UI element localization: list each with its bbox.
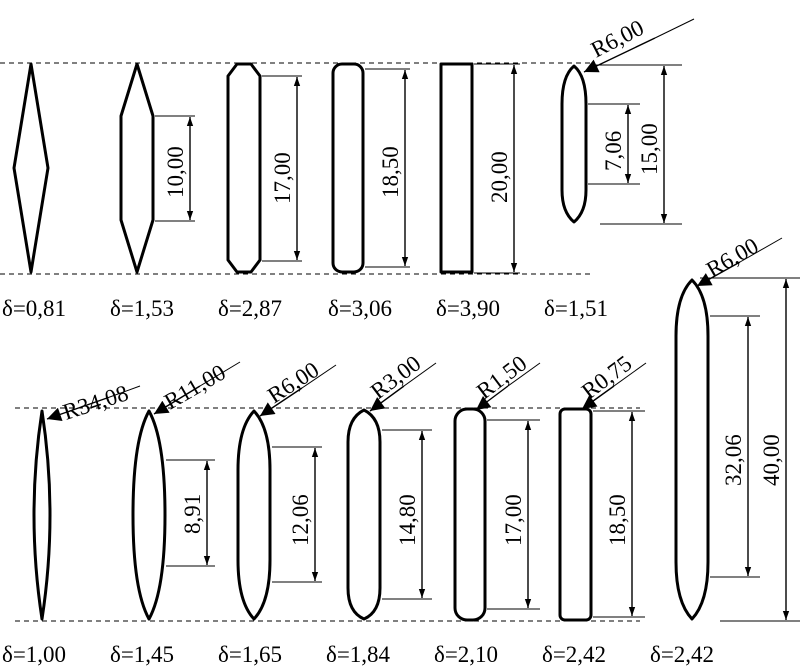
row1-dim-label-1: 10,00 <box>163 146 188 198</box>
row2-shape-2-radius-underline <box>199 361 241 387</box>
row2-shape-4-radius-leader <box>369 385 405 412</box>
row1-dim-label-2: 17,00 <box>270 152 295 204</box>
row1-dim-label-4: 20,00 <box>487 151 512 203</box>
row1-delta-label-1: δ=0,81 <box>2 296 66 321</box>
row1-delta-label-4: δ=3,06 <box>328 296 392 321</box>
row2-dim-label-5: 18,50 <box>605 494 630 546</box>
row2-delta-label-6: δ=2,42 <box>542 642 606 667</box>
row1-shape-6-radius-leader <box>583 37 656 73</box>
row2-dim-label-3: 14,80 <box>395 494 420 546</box>
row2-delta-label-2: δ=1,45 <box>110 642 174 667</box>
row1-shape-3-chamfered-rect <box>226 62 262 274</box>
row2-shape-5-rounded-rect <box>453 407 487 622</box>
row1-delta-label-6: δ=1,51 <box>544 296 608 321</box>
row2-dim-label-7: 40,00 <box>759 434 784 486</box>
row1-shape-5-rectangle <box>439 62 474 274</box>
row2-dim-label-2: 12,06 <box>288 494 313 546</box>
row2-delta-label-4: δ=1,84 <box>326 642 391 667</box>
row1-dim-label-5: 7,06 <box>601 131 626 171</box>
row1-delta-label-5: δ=3,90 <box>436 296 500 321</box>
row2-shape-5-radius-underline <box>507 362 541 387</box>
row1-shape-6-radius-underline <box>654 18 695 39</box>
row1-shape-6-lens <box>560 64 588 224</box>
row2-dim-label-1: 8,91 <box>180 494 205 534</box>
row1-shape-2-hexagon <box>119 62 155 274</box>
row1-delta-label-3: δ=2,87 <box>218 296 282 321</box>
row2-shape-3-radius-label: R6,00 <box>263 357 323 408</box>
row2-shape-1-radius-underline <box>106 385 141 399</box>
row2-dim-label-4: 17,00 <box>501 494 526 546</box>
row2-shape-3-radius-underline <box>301 364 337 389</box>
row2-shape-4-lens <box>346 408 382 621</box>
row2-shape-1-radius-leader <box>46 397 108 421</box>
row2-shape-2-lens <box>131 409 167 621</box>
row2-delta-label-1: δ=1,00 <box>2 642 66 667</box>
row2-shape-7-radius-label: R6,00 <box>702 233 763 282</box>
row1-shape-4-rounded-rect <box>331 62 365 274</box>
row2-delta-label-3: δ=1,65 <box>218 642 282 667</box>
row2-shape-1-lens <box>32 409 52 621</box>
row1-dim-label-3: 18,50 <box>378 146 403 198</box>
row2-shape-7-tall-lens <box>674 278 710 621</box>
row2-shape-6-radius-leader <box>581 385 615 410</box>
row2-shape-3-radius-leader <box>259 387 303 417</box>
row2-shape-5-radius-leader <box>475 385 509 411</box>
row1-dim-label-6: 15,00 <box>637 123 662 175</box>
row2-shape-3-lens <box>236 409 272 621</box>
row2-shape-1-radius-label: R34,08 <box>60 380 132 425</box>
row2-shape-6-radius-underline <box>613 362 647 387</box>
row2-delta-label-7: δ=2,42 <box>650 642 714 667</box>
row2-shape-7-radius-underline <box>739 237 783 263</box>
row2-shape-2-radius-label: R11,00 <box>160 360 230 415</box>
row2-shape-5-radius-label: R1,50 <box>472 351 531 404</box>
row2-shape-2-radius-leader <box>153 385 201 415</box>
row2-shape-6-rounded-rect <box>558 407 593 622</box>
row2-shape-6-radius-label: R0,75 <box>577 351 636 404</box>
row1-delta-label-2: δ=1,53 <box>110 296 174 321</box>
row2-dim-label-6: 32,06 <box>721 434 746 486</box>
row2-delta-label-5: δ=2,10 <box>434 642 498 667</box>
row2-shape-7-radius-leader <box>696 261 741 287</box>
row2-shape-4-radius-underline <box>403 362 437 387</box>
row1-shape-1-rhombus <box>12 62 50 274</box>
